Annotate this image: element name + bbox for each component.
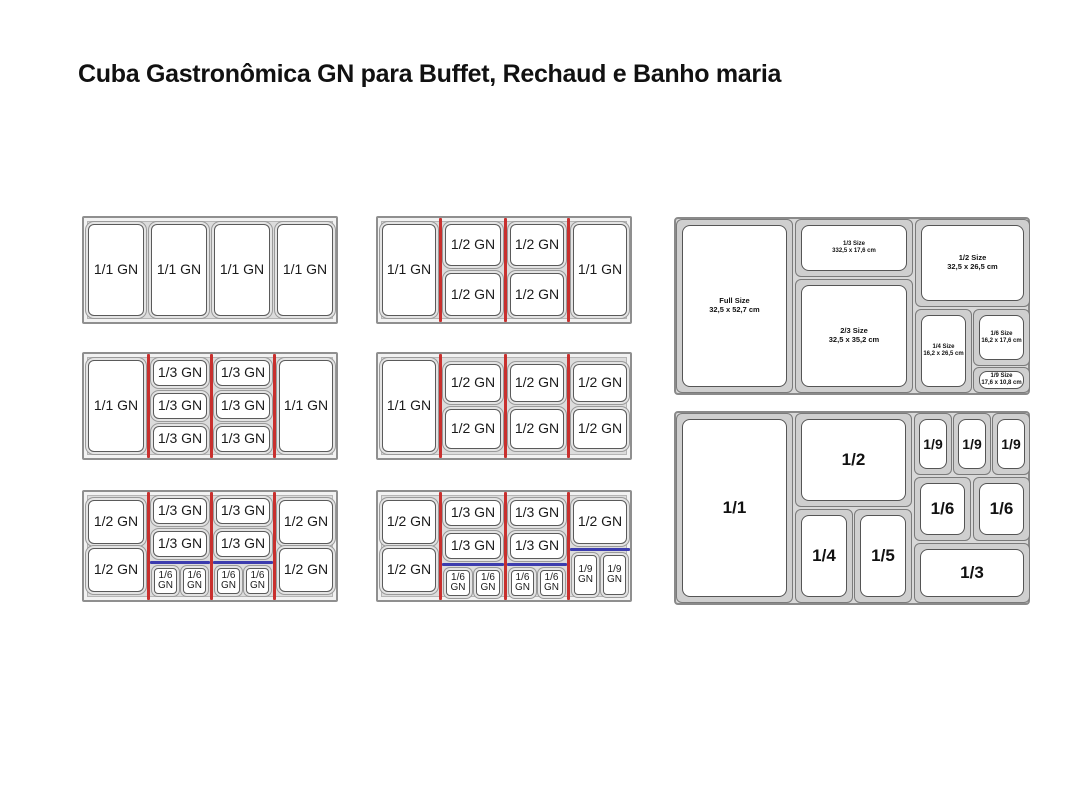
pan-third: 1/3 GN [153, 360, 207, 386]
fraction-cell-1-3: 1/3 [914, 543, 1030, 603]
fraction-cell-1-5: 1/5 [854, 509, 912, 603]
divider-bar-horizontal [442, 563, 504, 566]
pan-third: 1/3 GN [216, 360, 270, 386]
pan-half: 1/2 GN [445, 409, 501, 449]
divider-bar [567, 218, 570, 322]
divider-bar [439, 354, 442, 458]
fraction-cell-1-9: 1/9 [953, 413, 991, 475]
pan-half: 1/2 GN [382, 548, 436, 592]
pan-half: 1/2 GN [88, 500, 144, 544]
pan-third: 1/3 GN [445, 533, 501, 559]
divider-bar [210, 354, 213, 458]
pan-half: 1/2 GN [573, 500, 627, 544]
fraction-cell-1-9: 1/9 [992, 413, 1030, 475]
divider-bar [504, 218, 507, 322]
size-chart-fractions: 1/1 1/2 1/4 1/5 1/9 1/9 1/9 1/6 1/6 1/3 [674, 411, 1030, 605]
divider-bar [567, 492, 570, 600]
pan-third: 1/3 GN [445, 500, 501, 526]
pan-full: 1/1 GN [279, 360, 333, 452]
tray-layout-4: 1/1 GN 1/2 GN 1/2 GN 1/2 GN 1/2 GN 1/2 G… [376, 352, 632, 460]
divider-bar [504, 492, 507, 600]
pan-full: 1/1 GN [277, 224, 333, 316]
pan-half: 1/2 GN [510, 224, 564, 266]
pan-full: 1/1 GN [214, 224, 270, 316]
pan-third: 1/3 GN [153, 393, 207, 419]
pan-full: 1/1 GN [573, 224, 627, 316]
pan-full: 1/1 GN [88, 224, 144, 316]
divider-bar [439, 492, 442, 600]
pan-third: 1/3 GN [153, 498, 207, 524]
divider-bar [273, 492, 276, 600]
tray-layout-1: 1/1 GN 1/1 GN 1/1 GN 1/1 GN [82, 216, 338, 324]
fraction-cell-1-1: 1/1 [676, 413, 793, 603]
pan-full: 1/1 GN [382, 224, 436, 316]
pan-half: 1/2 GN [510, 273, 564, 316]
pan-half: 1/2 GN [510, 364, 564, 402]
fraction-cell-1-6: 1/6 [973, 477, 1030, 541]
divider-bar [439, 218, 442, 322]
pan-half: 1/2 GN [279, 548, 333, 592]
pan-third: 1/3 GN [510, 533, 564, 559]
divider-bar-horizontal [213, 561, 273, 564]
pan-third: 1/3 GN [216, 393, 270, 419]
pan-half: 1/2 GN [573, 409, 627, 449]
pan-half: 1/2 GN [445, 273, 501, 316]
tray-layout-2: 1/1 GN 1/2 GN 1/2 GN 1/2 GN 1/2 GN 1/1 G… [376, 216, 632, 324]
divider-bar [504, 354, 507, 458]
pan-half: 1/2 GN [279, 500, 333, 544]
divider-bar-horizontal [507, 563, 567, 566]
pan-full: 1/1 GN [382, 360, 436, 452]
pan-full: 1/1 GN [88, 360, 144, 452]
page-title: Cuba Gastronômica GN para Buffet, Rechau… [78, 60, 782, 88]
pan-third: 1/3 GN [510, 500, 564, 526]
divider-bar-horizontal [570, 548, 630, 551]
pan-half: 1/2 GN [445, 364, 501, 402]
fraction-cell-1-2: 1/2 [795, 413, 912, 507]
pan-half: 1/2 GN [573, 364, 627, 402]
fraction-cell-1-6: 1/6 [914, 477, 971, 541]
pan-full: 1/1 GN [151, 224, 207, 316]
pan-half: 1/2 GN [382, 500, 436, 544]
divider-bar-horizontal [150, 561, 210, 564]
pan-third: 1/3 GN [153, 426, 207, 452]
pan-third: 1/3 GN [216, 498, 270, 524]
pan-third: 1/3 GN [216, 426, 270, 452]
divider-bar [210, 492, 213, 600]
divider-bar [273, 354, 276, 458]
pan-half: 1/2 GN [510, 409, 564, 449]
divider-bar [147, 492, 150, 600]
pan-third: 1/3 GN [216, 531, 270, 557]
pan-third: 1/3 GN [153, 531, 207, 557]
pan-half: 1/2 GN [445, 224, 501, 266]
fraction-cell-1-9: 1/9 [914, 413, 952, 475]
fraction-cell-1-4: 1/4 [795, 509, 853, 603]
tray-layout-3: 1/1 GN 1/3 GN 1/3 GN 1/3 GN 1/3 GN 1/3 G… [82, 352, 338, 460]
pan-half: 1/2 GN [88, 548, 144, 592]
divider-bar [567, 354, 570, 458]
divider-bar [147, 354, 150, 458]
